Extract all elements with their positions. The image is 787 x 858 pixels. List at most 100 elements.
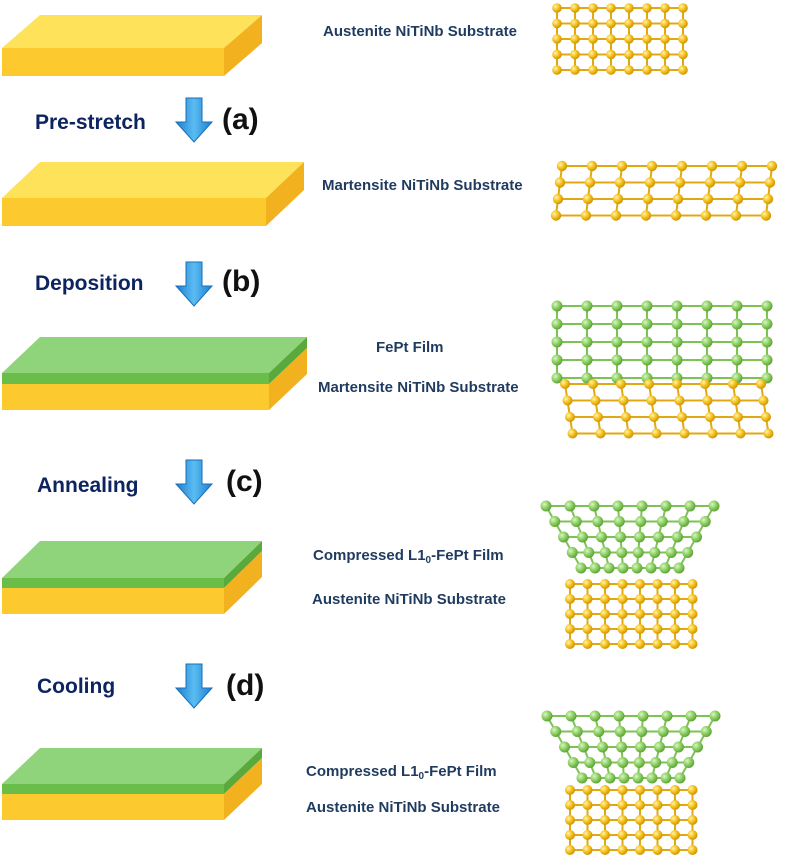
film-atom — [581, 300, 593, 312]
substrate-atom — [674, 177, 686, 188]
substrate-atom — [677, 412, 687, 422]
film-atom — [597, 741, 608, 753]
film-atom — [701, 336, 713, 348]
substrate-atom — [733, 412, 743, 422]
film-atom — [661, 710, 673, 722]
substrate-atom — [672, 379, 682, 389]
substrate-atom — [760, 210, 772, 221]
film-atom — [617, 562, 629, 574]
stage2-substrate-label: Martensite NiTiNb Substrate — [322, 177, 523, 194]
substrate-atom — [687, 639, 698, 649]
substrate-atom — [590, 395, 601, 406]
film-atom — [635, 516, 647, 527]
film-atom — [596, 531, 607, 543]
substrate-atom — [624, 18, 634, 29]
film-atom — [641, 336, 653, 348]
film-atom — [551, 300, 563, 312]
substrate-atom — [670, 594, 680, 604]
film-atom — [613, 516, 625, 527]
substrate-atom — [606, 3, 616, 13]
substrate-atom — [635, 624, 645, 634]
substrate-atom — [582, 800, 593, 810]
substrate-atom — [706, 160, 718, 172]
film-atom — [551, 336, 563, 348]
stage3-film-label: FePt Film — [376, 339, 444, 356]
substrate-atom — [687, 800, 698, 810]
substrate-atom — [565, 800, 575, 810]
step-label-d: (d) — [226, 669, 265, 702]
substrate-atom — [623, 428, 634, 439]
process-label-deposition: Deposition — [35, 272, 144, 295]
film-atom — [682, 547, 694, 558]
film-atom — [641, 300, 653, 312]
substrate-atom — [582, 815, 593, 825]
substrate-atom — [580, 210, 592, 221]
substrate-atom — [582, 609, 593, 619]
substrate-atom — [588, 49, 598, 60]
film-substrate-slab-3 — [2, 337, 307, 410]
substrate-atom — [588, 18, 598, 29]
substrate-atom — [612, 193, 624, 205]
process-label-cooling: Cooling — [37, 675, 116, 698]
substrate-atom — [635, 815, 645, 825]
substrate-atom — [730, 395, 741, 406]
substrate-atom — [678, 34, 688, 44]
substrate-atom — [652, 609, 663, 619]
film-atom — [634, 531, 645, 543]
substrate-atom — [678, 49, 688, 60]
step-label-c: (c) — [226, 465, 263, 498]
substrate-atom — [652, 785, 663, 795]
film-atom — [589, 710, 601, 722]
substrate-atom — [570, 34, 580, 44]
substrate-atom — [614, 177, 626, 188]
film-atom — [684, 500, 696, 512]
film-atom — [593, 726, 605, 737]
substrate-atom — [766, 160, 778, 172]
film-atom — [559, 741, 570, 753]
film-atom — [650, 757, 662, 768]
film-atom — [584, 757, 596, 768]
substrate-atom — [687, 609, 698, 619]
process-label-annealing: Annealing — [37, 474, 139, 497]
substrate-atom — [552, 34, 562, 44]
film-atom — [672, 531, 683, 543]
film-atom — [615, 531, 626, 543]
substrate-atom — [600, 815, 610, 825]
substrate-atom — [600, 624, 610, 634]
substrate-atom — [635, 845, 645, 855]
substrate-atom — [652, 594, 663, 604]
substrate-atom — [556, 160, 568, 172]
film-atom — [709, 710, 721, 722]
substrate-atom — [617, 800, 628, 810]
substrate-atom — [670, 785, 680, 795]
film-atom — [731, 336, 743, 348]
film-atom — [692, 741, 703, 753]
substrate-atom — [702, 193, 714, 205]
film-atom — [618, 772, 630, 784]
film-atom — [613, 710, 625, 722]
lattice-compressed-fept-annealed — [540, 500, 720, 649]
substrate-atom — [702, 395, 713, 406]
substrate-atom — [606, 34, 616, 44]
substrate-atom — [687, 845, 698, 855]
substrate-atom — [705, 412, 715, 422]
substrate-atom — [734, 177, 746, 188]
film-substrate-slab-5 — [2, 748, 262, 820]
process-arrow-2 — [174, 261, 214, 307]
lattice-martensite — [550, 160, 778, 221]
substrate-atom — [588, 3, 598, 13]
film-atom — [611, 354, 623, 366]
film-atom — [541, 710, 553, 722]
substrate-atom — [565, 624, 575, 634]
substrate-atom — [600, 639, 610, 649]
substrate-atom — [600, 785, 610, 795]
substrate-atom — [565, 639, 575, 649]
substrate-atom — [670, 579, 680, 589]
film-atom — [685, 710, 697, 722]
substrate-atom — [552, 65, 562, 75]
substrate-atom — [565, 815, 575, 825]
film-atom — [679, 726, 691, 737]
film-atom — [577, 531, 588, 543]
film-atom — [565, 710, 577, 722]
